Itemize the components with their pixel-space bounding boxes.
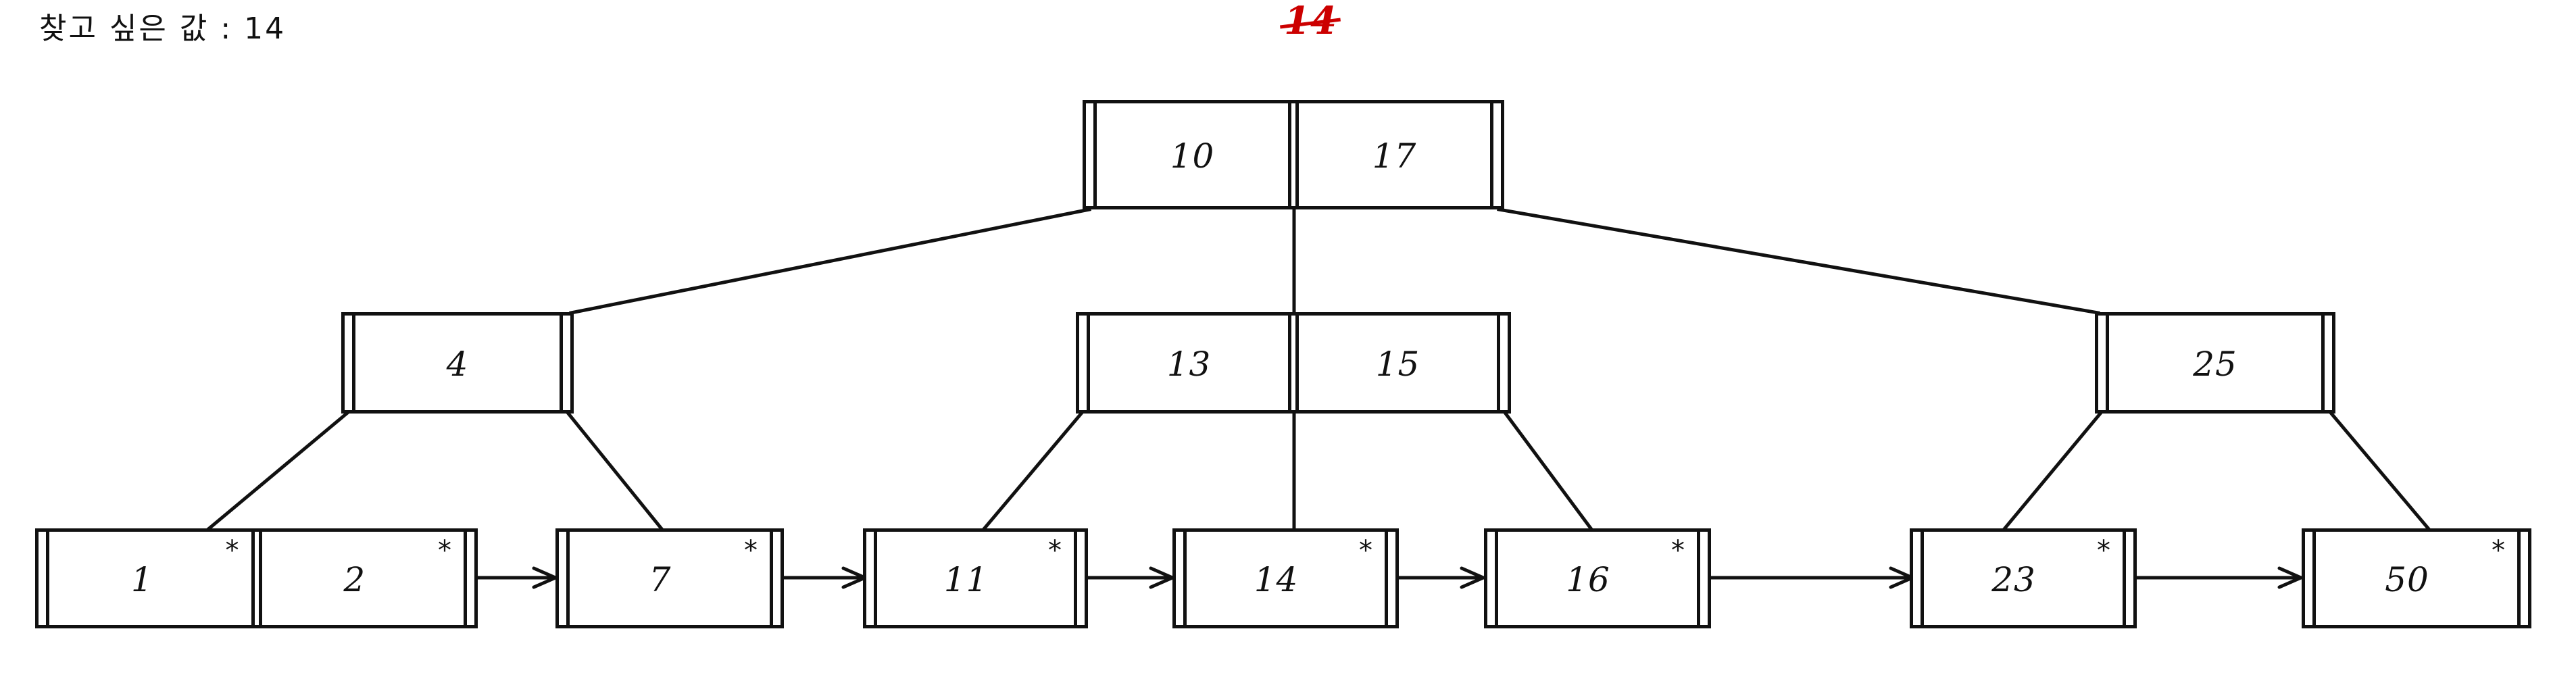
leaf-6-pointer-0 (1913, 532, 1924, 625)
internal-right-key-cell-0: 25 (2109, 316, 2321, 410)
root-key-cell-0: 10 (1097, 103, 1288, 206)
leaf-4-pointer-1 (1385, 532, 1395, 625)
root-search-annotation: 14 (1284, 0, 1337, 43)
leaf-2-pointer-0 (559, 532, 570, 625)
leaf-6-marker-0: * (2097, 535, 2110, 566)
root-pointer-1 (1288, 103, 1299, 206)
internal-middle-key-13: 13 (1166, 345, 1212, 384)
leaf-7-pointer-0 (2305, 532, 2316, 625)
internal-middle-key-cell-0: 13 (1090, 316, 1288, 410)
root-key-10: 10 (1170, 136, 1215, 176)
leaf-4-entry-14: 14 (1254, 560, 1299, 599)
internal-right-pointer-0 (2098, 316, 2109, 410)
annotation-value: 14 (1284, 0, 1337, 43)
root-key-cell-1: 17 (1299, 103, 1490, 206)
leaf-1-entry-cell-1: 2 * (262, 532, 464, 625)
internal-right-pointer-1 (2321, 316, 2332, 410)
leaf-node-4[interactable]: 14 * (1172, 528, 1399, 628)
edge-left-to-leaf1 (200, 411, 349, 536)
leaf-6-entry-cell-0: 23 * (1924, 532, 2123, 625)
leaf-1-marker-1: * (438, 535, 451, 566)
leaf-3-entry-11: 11 (943, 560, 989, 599)
internal-middle-pointer-1 (1288, 316, 1299, 410)
leaf-3-entry-cell-0: 11 * (877, 532, 1074, 625)
edge-middle-to-leaf3 (977, 411, 1084, 536)
leaf-5-pointer-1 (1697, 532, 1708, 625)
leaf-7-entry-50: 50 (2385, 560, 2429, 599)
internal-left-key-4: 4 (446, 345, 469, 384)
leaf-5-marker-0: * (1671, 535, 1685, 566)
internal-middle-key-cell-1: 15 (1299, 316, 1497, 410)
internal-left-key-cell-0: 4 (355, 316, 560, 410)
leaf-1-pointer-1 (251, 532, 262, 625)
leaf-node-7[interactable]: 50 * (2302, 528, 2531, 628)
edge-root-to-right (1497, 207, 2100, 315)
internal-node-right[interactable]: 25 (2095, 312, 2335, 414)
root-pointer-2 (1490, 103, 1501, 206)
edge-root-to-left (569, 207, 1091, 315)
search-query-label: 찾고 싶은 값 : 14 (39, 11, 287, 46)
internal-node-left[interactable]: 4 (341, 312, 574, 414)
leaf-node-1[interactable]: 1 * 2 * (35, 528, 478, 628)
internal-middle-pointer-2 (1497, 316, 1508, 410)
leaf-1-entry-cell-0: 1 * (49, 532, 251, 625)
leaf-2-marker-0: * (744, 535, 758, 566)
internal-left-pointer-0 (345, 316, 355, 410)
leaf-4-marker-0: * (1359, 535, 1372, 566)
root-node[interactable]: 10 17 (1083, 100, 1504, 209)
root-key-17: 17 (1372, 136, 1417, 176)
leaf-node-6[interactable]: 23 * (1910, 528, 2137, 628)
leaf-3-marker-0: * (1048, 535, 1062, 566)
leaf-4-entry-cell-0: 14 * (1187, 532, 1385, 625)
edge-middle-to-leaf5 (1503, 411, 1597, 536)
edge-left-to-leaf2 (566, 411, 668, 536)
leaf-5-entry-cell-0: 16 * (1498, 532, 1697, 625)
leaf-6-entry-23: 23 (1991, 560, 2036, 599)
edge-right-to-leaf6 (1998, 411, 2103, 536)
internal-right-key-25: 25 (2193, 345, 2237, 384)
internal-middle-pointer-0 (1079, 316, 1090, 410)
leaf-2-pointer-1 (770, 532, 781, 625)
internal-node-middle[interactable]: 13 15 (1076, 312, 1511, 414)
leaf-3-pointer-0 (866, 532, 877, 625)
leaf-5-entry-16: 16 (1566, 560, 1610, 599)
leaf-2-entry-cell-0: 7 * (570, 532, 770, 625)
internal-left-pointer-1 (560, 316, 570, 410)
edge-right-to-leaf7 (2329, 411, 2435, 536)
leaf-7-pointer-1 (2517, 532, 2528, 625)
leaf-1-pointer-0 (39, 532, 49, 625)
leaf-1-entry-2: 2 (343, 560, 366, 599)
internal-middle-key-15: 15 (1375, 345, 1420, 384)
leaf-1-pointer-2 (464, 532, 474, 625)
leaf-1-entry-1: 1 (130, 560, 153, 599)
leaf-5-pointer-0 (1487, 532, 1498, 625)
leaf-6-pointer-1 (2123, 532, 2133, 625)
leaf-7-entry-cell-0: 50 * (2316, 532, 2517, 625)
leaf-4-pointer-0 (1176, 532, 1187, 625)
leaf-7-marker-0: * (2492, 535, 2505, 566)
leaf-2-entry-7: 7 (649, 560, 672, 599)
leaf-1-marker-0: * (225, 535, 239, 566)
leaf-node-3[interactable]: 11 * (863, 528, 1088, 628)
root-pointer-0 (1086, 103, 1097, 206)
leaf-node-5[interactable]: 16 * (1484, 528, 1711, 628)
leaf-3-pointer-1 (1074, 532, 1085, 625)
leaf-node-2[interactable]: 7 * (555, 528, 784, 628)
